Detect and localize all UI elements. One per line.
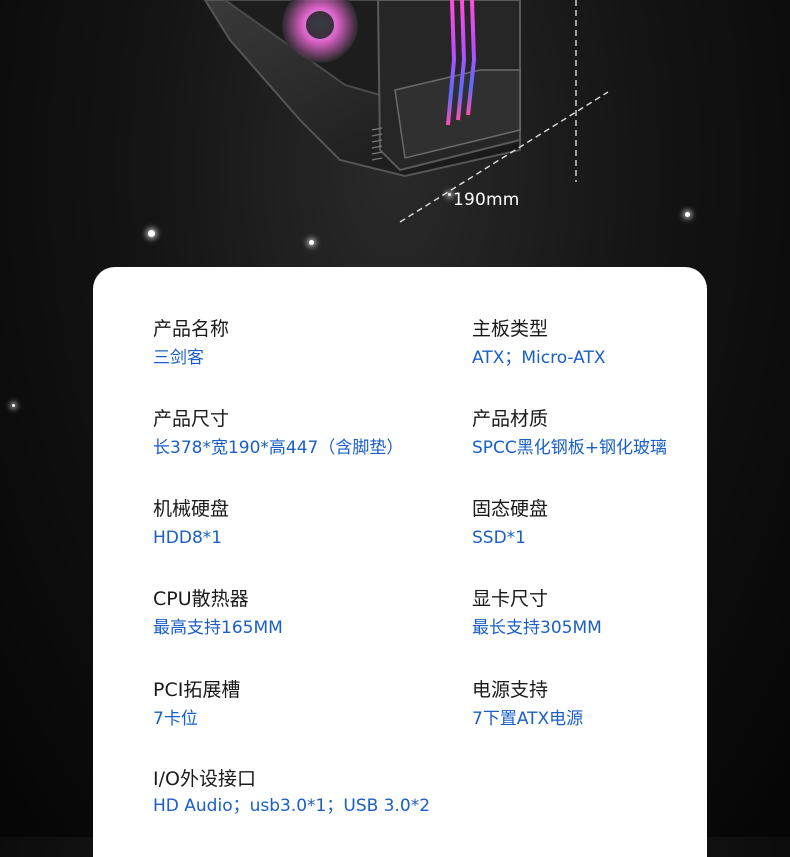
spec-value: 三剑客 [153,348,204,368]
spec-title: 固态硬盘 [472,498,549,520]
star-decoration [685,212,690,217]
spec-value: HD Audio；usb3.0*1；USB 3.0*2 [153,796,431,816]
spec-value: ATX；Micro-ATX [472,348,606,368]
width-dimension-label: 190mm [453,190,520,210]
pc-case-product-image [203,0,609,223]
spec-value: HDD8*1 [153,528,223,548]
spec-value: 7下置ATX电源 [472,709,584,729]
spec-item-hdd: 机械硬盘 HDD8*1 [153,497,229,549]
spec-title: 主板类型 [472,318,549,340]
spec-item-motherboard-type: 主板类型 ATX；Micro-ATX [472,317,606,369]
spec-item-product-name: 产品名称 三剑客 [153,317,229,369]
star-decoration [12,404,15,407]
spec-item-material: 产品材质 SPCC黑化钢板+钢化玻璃 [472,407,667,459]
spec-title: 机械硬盘 [153,498,230,520]
spec-item-pci-slots: PCI拓展槽 7卡位 [153,678,240,730]
spec-title: I/O外设接口 [153,768,256,790]
spec-item-product-size: 产品尺寸 长378*宽190*高447（含脚垫） [153,407,403,459]
spec-title: 显卡尺寸 [472,588,549,610]
spec-value: 长378*宽190*高447（含脚垫） [153,438,404,458]
spec-value: 最长支持305MM [472,618,602,638]
spec-value: 最高支持165MM [153,618,283,638]
spec-title: 产品材质 [472,408,549,430]
spec-item-io-ports: I/O外设接口 HD Audio；usb3.0*1；USB 3.0*2 [153,767,430,817]
spec-value: SSD*1 [472,528,526,548]
spec-item-ssd: 固态硬盘 SSD*1 [472,497,548,549]
spec-title: CPU散热器 [153,588,249,610]
star-decoration [309,240,314,245]
spec-value: SPCC黑化钢板+钢化玻璃 [472,438,668,458]
spec-item-power-supply: 电源支持 7下置ATX电源 [472,678,583,730]
spec-title: 电源支持 [472,679,549,701]
spec-title: 产品名称 [153,318,230,340]
spec-title: PCI拓展槽 [153,679,241,701]
spec-title: 产品尺寸 [153,408,230,430]
spec-item-cpu-cooler: CPU散热器 最高支持165MM [153,587,283,639]
spec-card: 产品名称 三剑客 主板类型 ATX；Micro-ATX 产品尺寸 长378*宽1… [93,267,707,857]
spec-value: 7卡位 [153,709,198,729]
spec-item-gpu-size: 显卡尺寸 最长支持305MM [472,587,602,639]
star-decoration [448,193,451,196]
product-hero: 190mm [0,0,790,270]
star-decoration [148,230,155,237]
